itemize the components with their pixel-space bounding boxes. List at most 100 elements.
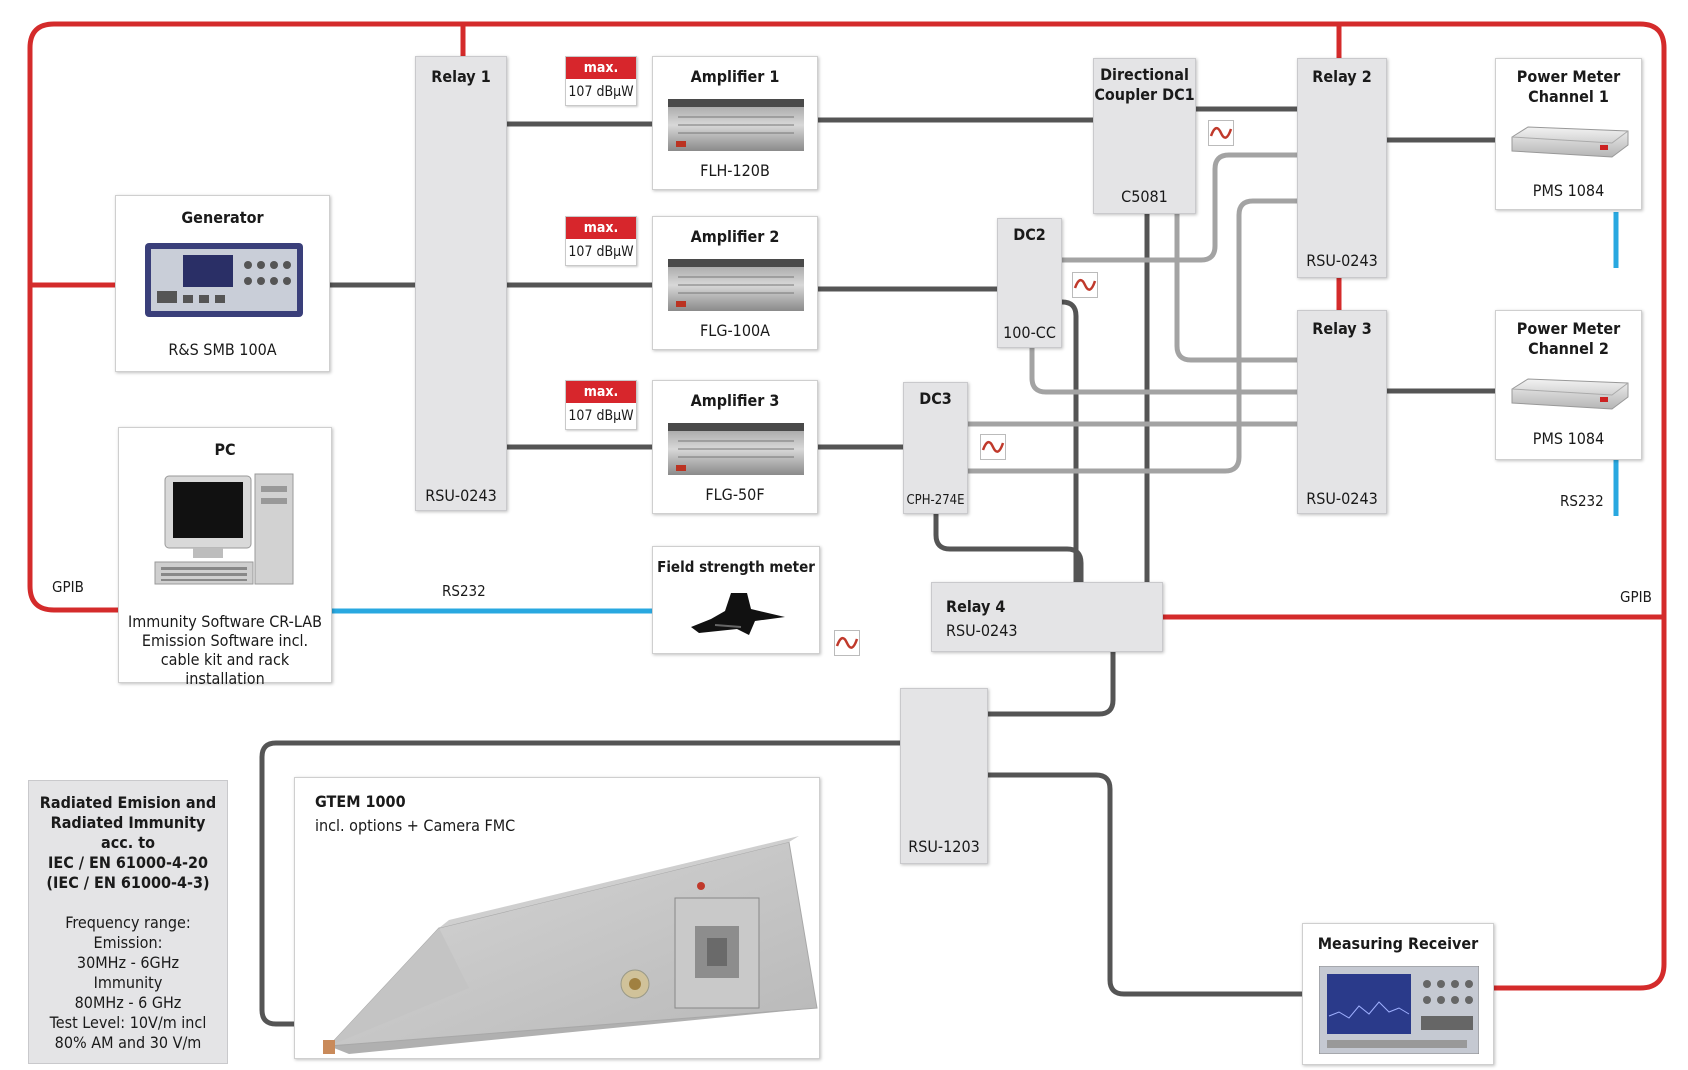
relay5-box: RSU-1203 <box>900 688 988 864</box>
dc3-box: DC3 CPH-274E <box>903 382 968 514</box>
measuring-receiver-box: Measuring Receiver <box>1302 923 1494 1065</box>
gpib-main-loop <box>27 21 1667 991</box>
receiver-device-icon <box>1319 966 1479 1054</box>
amplifier1-title: Amplifier 1 <box>690 67 780 86</box>
standards-note-box: Radiated Emision and Radiated Immunity a… <box>28 780 228 1064</box>
field-probe-icon <box>691 593 785 635</box>
pm2-title-line2: Channel 2 <box>1528 339 1609 358</box>
relay1-box: Relay 1 RSU-0243 <box>415 56 507 511</box>
gpib-bus <box>27 21 1667 991</box>
note-heading-line1: Radiated Emision and <box>39 793 217 812</box>
pc-box: PC Immunity Software CR-LAB Emission Sof… <box>118 427 332 688</box>
generator-title: Generator <box>181 208 264 227</box>
signal-sine-icon <box>980 434 1006 460</box>
dc2-model: 100-CC <box>1003 323 1056 342</box>
cable-r5-receiver <box>988 772 1302 997</box>
amp2-badge-value: 107 dBµW <box>568 244 634 260</box>
amp3-max-badge: max. 107 dBµW <box>565 380 637 430</box>
pm1-model: PMS 1084 <box>1532 181 1605 200</box>
pm1-title-line1: Power Meter <box>1516 67 1621 86</box>
generator-model: R&S SMB 100A <box>168 340 277 359</box>
amplifier1-device-icon <box>668 99 804 151</box>
amplifier2-title: Amplifier 2 <box>690 227 780 246</box>
cable-dc3-r4 <box>933 514 1084 598</box>
pm2-title-line1: Power Meter <box>1516 319 1621 338</box>
gpib-left-drop <box>27 48 118 613</box>
relay3-box: Relay 3 RSU-0243 <box>1297 310 1387 514</box>
amplifier3-title: Amplifier 3 <box>690 391 780 410</box>
gpib-label-right: GPIB <box>1620 588 1652 606</box>
amplifier3-model: FLG-50F <box>705 485 765 504</box>
relay5-model: RSU-1203 <box>908 837 980 856</box>
note-body-line5: 80MHz - 6 GHz <box>74 993 182 1012</box>
signal-sine-icon <box>834 630 860 656</box>
generator-box: Generator R&S SMB 100A <box>115 195 330 372</box>
relay3-title: Relay 3 <box>1312 319 1372 338</box>
field-strength-meter-box: Field strength meter <box>652 546 820 654</box>
signal-sine-icon <box>1072 272 1098 298</box>
gtem-cell-icon <box>323 836 818 1054</box>
relay2-title: Relay 2 <box>1312 67 1372 86</box>
amp1-max-badge: max. 107 dBµW <box>565 56 637 106</box>
pm2-model: PMS 1084 <box>1532 429 1605 448</box>
amp1-badge-value: 107 dBµW <box>568 84 634 100</box>
rf-cables-dark <box>259 106 1497 1027</box>
gtem-title: GTEM 1000 <box>315 792 406 811</box>
amplifier2-model: FLG-100A <box>700 321 770 340</box>
amplifier3-device-icon <box>668 423 804 475</box>
dc1-title-line1: Directional <box>1100 65 1189 84</box>
amp2-badge-label: max. <box>566 217 636 239</box>
relay2-model: RSU-0243 <box>1306 251 1378 270</box>
pc-description: Immunity Software CR-LAB Emission Softwa… <box>128 612 322 688</box>
cable-dc1-r3 <box>1174 214 1320 363</box>
rs232-label-pm: RS232 <box>1560 492 1604 510</box>
generator-device-icon <box>145 243 303 317</box>
pc-computer-icon <box>154 473 294 585</box>
power-meter2-box: Power Meter Channel 2 PMS 1084 <box>1495 310 1642 460</box>
relay4-title: Relay 4 <box>946 597 1006 616</box>
note-body-line3: 30MHz - 6GHz <box>76 953 180 972</box>
relay4-box: Relay 4 RSU-0243 <box>931 582 1163 652</box>
dc3-model: CPH-274E <box>906 493 965 508</box>
amp3-badge-value: 107 dBµW <box>568 408 634 424</box>
amp1-badge-label: max. <box>566 57 636 79</box>
cable-dc3-r2 <box>968 198 1320 474</box>
rs232-label-pc: RS232 <box>442 582 486 600</box>
note-heading-line4: IEC / EN 61000-4-20 <box>48 853 208 872</box>
pc-title: PC <box>214 440 236 459</box>
relay3-model: RSU-0243 <box>1306 489 1378 508</box>
amp3-badge-label: max. <box>566 381 636 403</box>
note-spacer <box>29 893 227 913</box>
pm1-device-icon <box>1511 126 1629 158</box>
amplifier3-box: Amplifier 3 FLG-50F <box>652 380 818 514</box>
note-body-line1: Frequency range: <box>65 913 191 932</box>
amplifier2-device-icon <box>668 259 804 311</box>
rs232-links <box>332 212 1619 614</box>
amplifier1-box: Amplifier 1 FLH-120B <box>652 56 818 190</box>
power-meter1-box: Power Meter Channel 1 PMS 1084 <box>1495 58 1642 210</box>
amplifier1-model: FLH-120B <box>700 161 770 180</box>
note-heading-line2: Radiated Immunity <box>50 813 206 832</box>
amplifier2-box: Amplifier 2 FLG-100A <box>652 216 818 350</box>
pm1-title-line2: Channel 1 <box>1528 87 1609 106</box>
dc1-model: C5081 <box>1121 187 1168 206</box>
relay1-title: Relay 1 <box>431 67 491 86</box>
note-body-line4: Immunity <box>93 973 163 992</box>
signal-sine-icon <box>1208 120 1234 146</box>
note-heading-line5: (IEC / EN 61000-4-3) <box>46 873 210 892</box>
note-body-line2: Emission: <box>93 933 163 952</box>
cable-dc2-r2 <box>1062 152 1320 263</box>
gtem-subtitle: incl. options + Camera FMC <box>315 816 516 835</box>
amp2-max-badge: max. 107 dBµW <box>565 216 637 266</box>
dc2-box: DC2 100-CC <box>997 218 1062 348</box>
relay1-model: RSU-0243 <box>425 486 497 505</box>
note-heading-line3: acc. to <box>100 833 156 852</box>
relay4-model: RSU-0243 <box>946 621 1018 640</box>
cable-dc2-r4 <box>1061 299 1079 598</box>
cable-r5-gtem <box>259 740 904 1027</box>
cable-r4-r5 <box>988 640 1116 717</box>
note-body-line7: 80% AM and 30 V/m <box>54 1033 202 1052</box>
pm2-device-icon <box>1511 378 1629 410</box>
